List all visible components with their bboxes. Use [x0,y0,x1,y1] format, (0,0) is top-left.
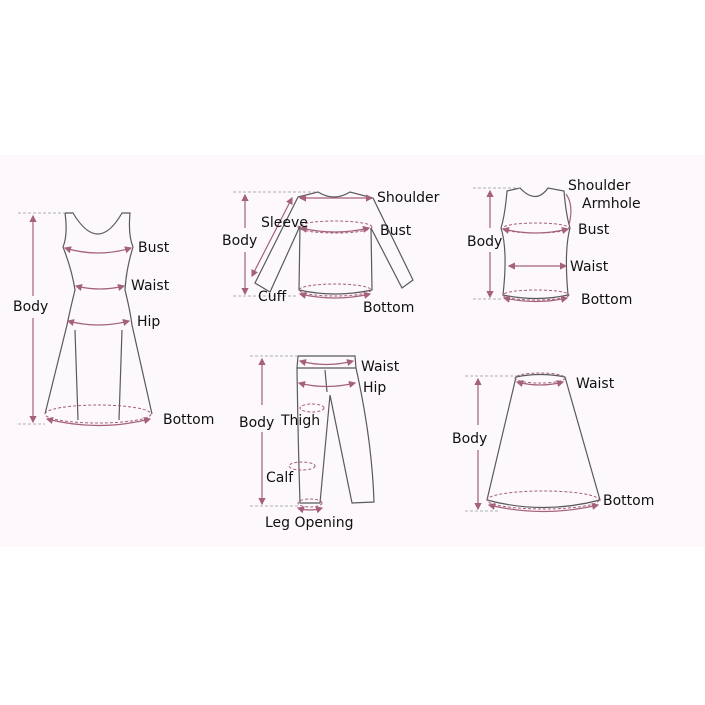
tank-bust-label: Bust [578,222,610,238]
dress-bust-label: Bust [138,240,170,256]
top-body-label: Body [222,233,257,249]
dress-diagram: Body Bust Waist Hip Bottom [13,212,214,428]
pants-calf-label: Calf [266,470,294,486]
pants-hip-label: Hip [363,380,386,396]
pants-waist-label: Waist [361,359,400,375]
tank-diagram: Shoulder Armhole Body Bust Waist Bottom [467,178,641,308]
pants-body-label: Body [239,415,274,431]
pants-diagram: Waist Hip Body Thigh Calf Leg Opening [239,355,400,531]
dress-bottom-label: Bottom [163,412,214,428]
skirt-body-label: Body [452,431,487,447]
tank-body-label: Body [467,234,502,250]
skirt-diagram: Waist Body Bottom [452,372,654,513]
skirt-waist-label: Waist [576,376,615,392]
background-band [0,155,705,547]
top-diagram: Shoulder Sleeve Body Bust Cuff Bottom [222,190,440,316]
tank-armhole-label: Armhole [582,196,641,212]
tank-bottom-label: Bottom [581,292,632,308]
top-bottom-label: Bottom [363,300,414,316]
top-sleeve-label: Sleeve [261,215,308,231]
skirt-bottom-label: Bottom [603,493,654,509]
top-shoulder-label: Shoulder [377,190,440,206]
top-cuff-label: Cuff [258,289,287,305]
dress-body-label: Body [13,299,48,315]
tank-shoulder-label: Shoulder [568,178,631,194]
dress-hip-label: Hip [137,314,160,330]
top-bust-label: Bust [380,223,412,239]
pants-leg-opening-label: Leg Opening [265,515,354,531]
dress-waist-label: Waist [131,278,170,294]
pants-thigh-label: Thigh [280,413,320,429]
tank-waist-label: Waist [570,259,609,275]
